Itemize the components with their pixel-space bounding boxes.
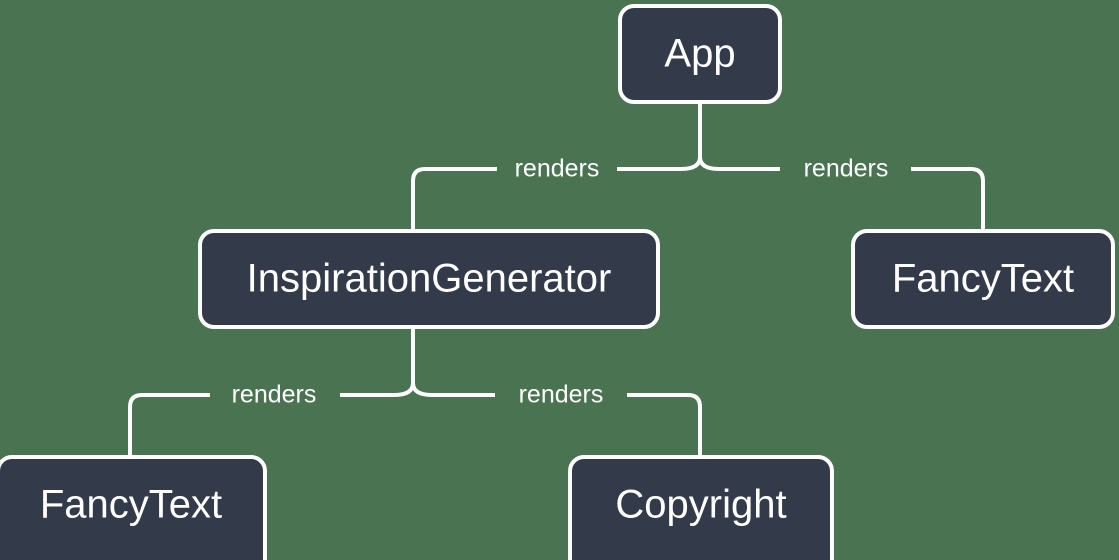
node-fancytext-bottom[interactable]: FancyText bbox=[0, 455, 267, 560]
edge-inspirationgenerator-to-copyright-bus-right bbox=[627, 393, 702, 455]
node-fancytext-right-label: FancyText bbox=[892, 257, 1074, 301]
node-inspiration-generator-box[interactable] bbox=[198, 229, 660, 329]
edge-app-to-inspirationgenerator-bus-left bbox=[411, 167, 497, 229]
node-app[interactable]: App bbox=[618, 4, 782, 104]
edge-label-app-to-inspirationgenerator: renders bbox=[515, 155, 600, 183]
node-app-box[interactable] bbox=[618, 4, 782, 104]
node-inspiration-generator-label: InspirationGenerator bbox=[247, 257, 612, 301]
edge-inspirationgenerator-to-fancytext-bus-left bbox=[128, 393, 210, 455]
node-copyright[interactable]: Copyright bbox=[568, 455, 834, 560]
node-copyright-label: Copyright bbox=[615, 483, 786, 527]
node-app-label: App bbox=[664, 32, 735, 76]
node-copyright-box[interactable] bbox=[568, 455, 834, 560]
node-fancytext-bottom-label: FancyText bbox=[40, 483, 222, 527]
node-fancytext-right[interactable]: FancyText bbox=[851, 229, 1115, 329]
edge-label-inspirationgenerator-to-copyright: renders bbox=[519, 381, 604, 409]
node-inspiration-generator[interactable]: InspirationGenerator bbox=[198, 229, 660, 329]
edge-label-inspirationgenerator-to-fancytext: renders bbox=[232, 381, 317, 409]
edge-label-app-to-fancytext: renders bbox=[804, 155, 889, 183]
edge-app-to-fancytext-bus-right bbox=[911, 167, 985, 229]
edge-app-tee bbox=[680, 156, 720, 171]
edge-inspirationgenerator-tee bbox=[393, 382, 433, 397]
node-fancytext-right-box[interactable] bbox=[851, 229, 1115, 329]
node-fancytext-bottom-box[interactable] bbox=[0, 455, 267, 560]
